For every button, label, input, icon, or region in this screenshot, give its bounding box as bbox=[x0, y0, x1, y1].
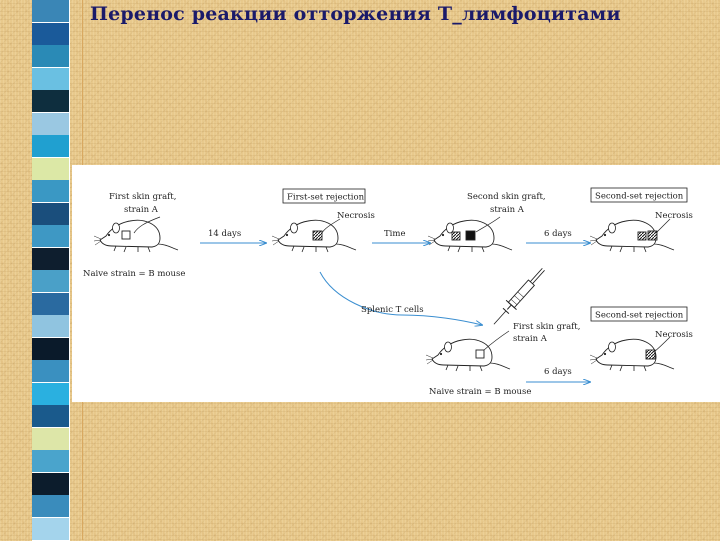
first-set-rejection-box bbox=[282, 188, 366, 204]
first-graft-label-2: strain A bbox=[124, 205, 159, 215]
time-label: Time bbox=[384, 229, 405, 239]
stripe-block bbox=[32, 427, 70, 451]
mouse-naive-1 bbox=[93, 219, 179, 253]
days-6-label-1: 6 days bbox=[544, 229, 572, 239]
leader-first-graft bbox=[133, 216, 161, 234]
diagram-figure: First skin graft, strain A Naive strain … bbox=[72, 165, 720, 402]
stripe-block bbox=[32, 202, 70, 226]
stripe-block bbox=[32, 180, 70, 203]
first-graft-label-1: First skin graft, bbox=[109, 192, 176, 202]
stripe-block bbox=[32, 405, 70, 428]
stripe-block bbox=[32, 135, 70, 158]
leader-necrosis-2 bbox=[655, 218, 671, 234]
mouse-second-set-rejection-2 bbox=[589, 338, 675, 372]
stripe-block bbox=[32, 472, 70, 496]
days-6-label-2: 6 days bbox=[544, 367, 572, 377]
arrow-splenic-t-cells bbox=[319, 271, 482, 325]
stripe-block bbox=[32, 22, 70, 46]
stripe-block bbox=[32, 360, 70, 383]
mouse-naive-2 bbox=[425, 338, 511, 372]
stripe-block bbox=[32, 247, 70, 271]
mouse-second-set-rejection-1 bbox=[589, 219, 675, 253]
leader-necrosis-1 bbox=[321, 218, 341, 234]
mouse-first-set-rejection bbox=[271, 219, 357, 253]
second-set-rejection-box-1 bbox=[590, 187, 688, 203]
naive-strain-label-1: Naive strain = B mouse bbox=[83, 269, 185, 279]
necrosis-label-2: Necrosis bbox=[655, 211, 693, 221]
first-graft-label-4: strain A bbox=[513, 334, 548, 344]
first-graft-label-3: First skin graft, bbox=[513, 322, 580, 332]
leader-second-graft bbox=[475, 216, 501, 233]
stripe-block bbox=[32, 292, 70, 316]
second-set-rejection-label-1: Second-set rejection bbox=[595, 192, 684, 202]
days-14-label: 14 days bbox=[208, 229, 241, 239]
decorative-stripe bbox=[32, 0, 70, 541]
second-set-rejection-label-2: Second-set rejection bbox=[595, 311, 684, 321]
splenic-t-cells-label: Splenic T cells bbox=[361, 305, 424, 315]
naive-strain-label-2: Naive strain = B mouse bbox=[429, 387, 531, 397]
stripe-block bbox=[32, 45, 70, 68]
stripe-block bbox=[32, 495, 70, 518]
second-set-rejection-box-2 bbox=[590, 306, 688, 322]
leader-necrosis-3 bbox=[653, 336, 671, 353]
syringe-icon bbox=[493, 268, 545, 325]
necrosis-label-3: Necrosis bbox=[655, 330, 693, 340]
second-graft-label-1: Second skin graft, bbox=[467, 192, 546, 202]
necrosis-label-1: Necrosis bbox=[337, 211, 375, 221]
first-set-rejection-label: First-set rejection bbox=[287, 193, 365, 203]
stripe-block bbox=[32, 225, 70, 248]
stripe-block bbox=[32, 450, 70, 473]
mouse-second-graft bbox=[427, 219, 513, 253]
slide-title: Перенос реакции отторжения Т_лимфоцитами bbox=[90, 3, 621, 25]
stripe-block bbox=[32, 157, 70, 181]
stripe-block bbox=[32, 112, 70, 136]
stripe-block bbox=[32, 67, 70, 91]
stripe-block bbox=[32, 337, 70, 361]
second-graft-label-2: strain A bbox=[490, 205, 525, 215]
stripe-block bbox=[32, 517, 70, 541]
stripe-block bbox=[32, 270, 70, 293]
stripe-block bbox=[32, 315, 70, 338]
stripe-block bbox=[32, 382, 70, 406]
stripe-block bbox=[32, 90, 70, 113]
leader-first-graft-2 bbox=[483, 330, 510, 351]
stripe-block bbox=[32, 0, 70, 23]
